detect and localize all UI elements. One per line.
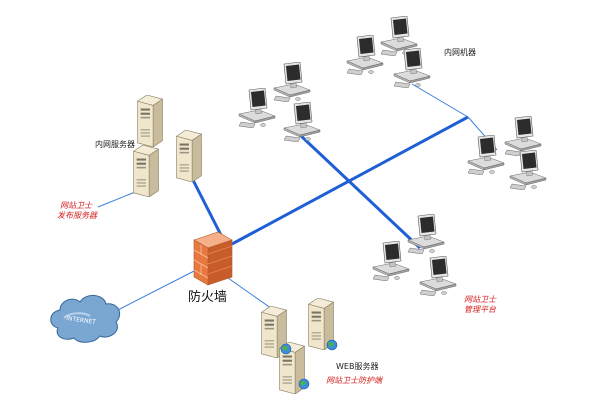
server-icon — [175, 130, 203, 182]
server-icon — [132, 145, 160, 197]
desktop-pc-icon — [346, 35, 384, 75]
web-guard-label: 网站卫士防护端 — [326, 376, 382, 385]
server-icon — [136, 95, 164, 147]
network-links — [97, 83, 498, 319]
intranet-pc-cluster-middle — [238, 62, 321, 142]
backbone-intranet-to-admin — [298, 133, 422, 250]
globe-icon — [326, 339, 338, 351]
globe-icon — [280, 343, 292, 355]
desktop-pc-icon — [283, 102, 321, 142]
desktop-pc-icon — [238, 88, 276, 128]
web-server-label: WEB服务器 — [336, 362, 379, 371]
firewall-label: 防火墙 — [188, 290, 228, 305]
desktop-pc-icon — [407, 214, 445, 254]
internet-cloud-icon — [50, 295, 121, 343]
desktop-pc-icon — [273, 62, 311, 102]
desktop-pc-icon — [419, 256, 457, 296]
publish-server-label-line1: 网站卫士 — [60, 201, 92, 210]
desktop-pc-icon — [372, 241, 410, 281]
link-top-intranet — [411, 83, 469, 118]
intranet-machine-label: 内网机器 — [444, 48, 476, 57]
desktop-pc-icon — [509, 150, 547, 190]
desktop-pc-icon — [467, 135, 505, 175]
firewall-icon — [193, 231, 233, 286]
desktop-pc-icon — [393, 48, 431, 88]
admin-platform-label-line1: 网站卫士 — [464, 295, 496, 304]
admin-platform-pc-cluster — [372, 214, 457, 296]
intranet-server-label: 内网服务器 — [95, 140, 135, 149]
web-server-group — [260, 298, 338, 394]
intranet-pc-cluster-right — [467, 116, 547, 190]
publish-server-label-line2: 发布服务器 — [57, 211, 97, 220]
globe-icon — [298, 378, 310, 390]
backbone-servers-to-firewall — [191, 179, 227, 244]
admin-platform-label-line2: 管理平台 — [464, 305, 496, 314]
intranet-server-group — [132, 95, 203, 197]
link-internet-firewall — [111, 267, 201, 314]
intranet-pc-cluster-top — [346, 16, 431, 88]
